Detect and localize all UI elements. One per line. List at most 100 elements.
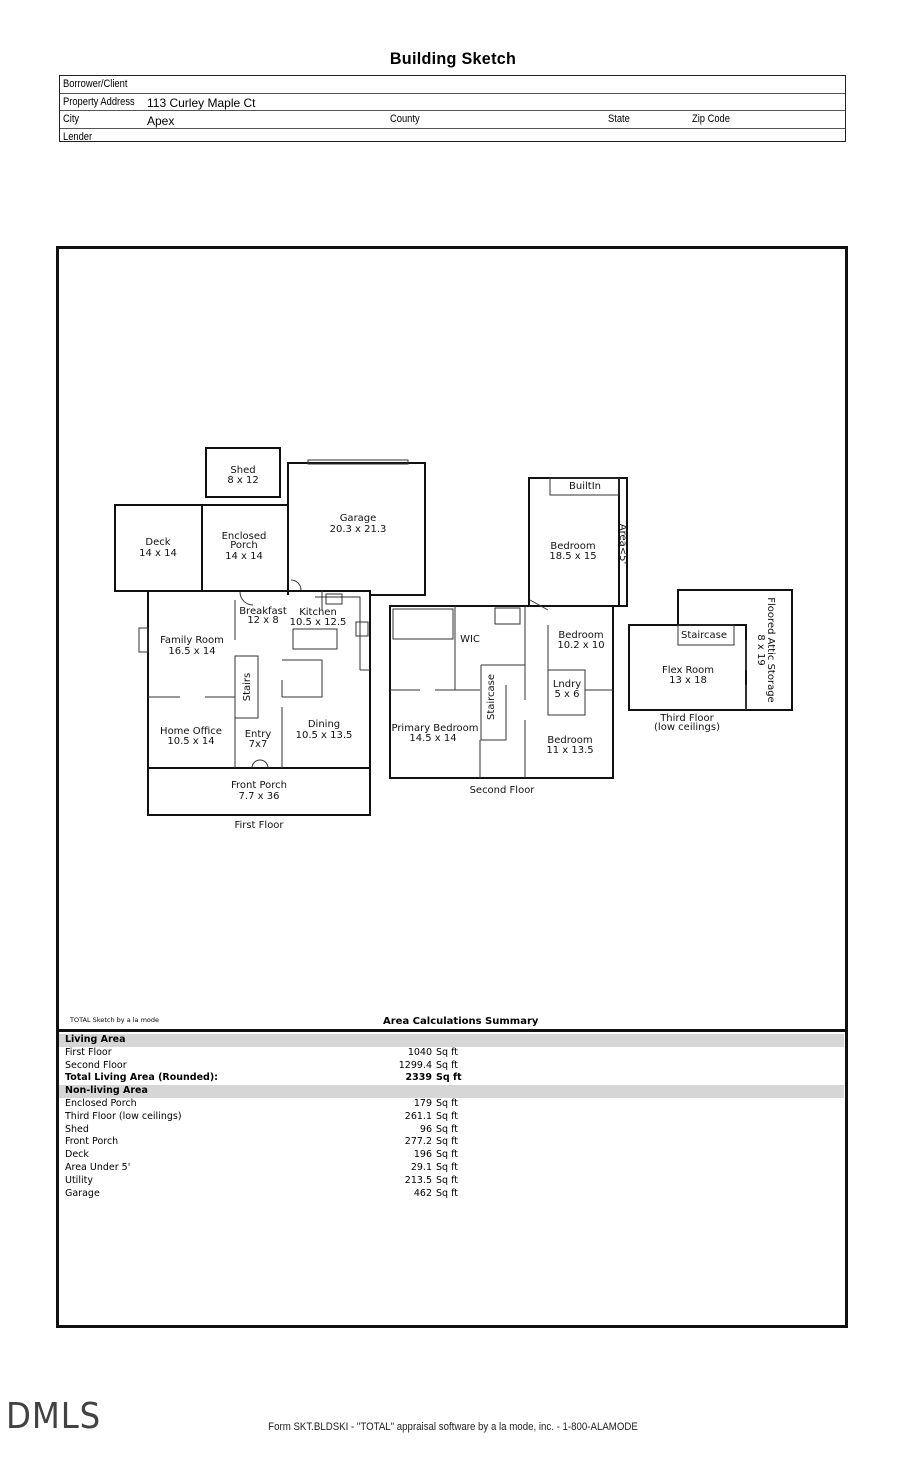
row-name: Front Porch — [65, 1136, 119, 1148]
table-row: Third Floor (low ceilings) 261.1 Sq ft — [59, 1111, 844, 1124]
room-label-breakfast: Breakfast — [239, 606, 287, 617]
city-row: City Apex County State Zip Code — [60, 111, 845, 129]
table-row: Area Under 5' 29.1 Sq ft — [59, 1162, 844, 1175]
room-size-deck: 14 x 14 — [139, 548, 177, 559]
room-size-breakfast: 12 x 8 — [247, 615, 278, 626]
room-label-front-porch: Front Porch — [231, 780, 287, 791]
room-label-dining: Dining — [308, 719, 340, 730]
room-label-staircase-2f: Staircase — [486, 674, 497, 720]
row-value: 96 — [419, 1123, 432, 1135]
room-label-flex-room: Flex Room — [662, 665, 714, 676]
room-size-attic-storage: 8 x 19 — [755, 634, 766, 665]
kitchen-island — [292, 628, 338, 650]
room-size-flex-room: 13 x 18 — [669, 675, 707, 686]
shed-outline — [205, 447, 281, 498]
section-heading-text: Living Area — [65, 1034, 126, 1045]
third-staircase-outline — [677, 624, 735, 646]
row-unit: Sq ft — [436, 1046, 458, 1058]
row-unit: Sq ft — [436, 1136, 458, 1148]
room-label-shed: Shed — [230, 465, 255, 476]
row-unit: Sq ft — [436, 1059, 458, 1071]
county-label: County — [390, 113, 420, 125]
row-name: Second Floor — [65, 1059, 127, 1071]
room-label-enclosed-porch: Enclosed — [222, 531, 267, 542]
room-label-area-under-5: Area<5' — [617, 524, 628, 565]
address-value: 113 Curley Maple Ct — [147, 95, 256, 110]
third-floor-label: Third Floor — [659, 713, 714, 724]
row-name: Area Under 5' — [65, 1161, 131, 1173]
table-row: Deck 196 Sq ft — [59, 1149, 844, 1162]
row-value: 179 — [413, 1097, 432, 1109]
room-size-home-office: 10.5 x 14 — [167, 736, 214, 747]
row-value: 462 — [413, 1187, 432, 1199]
room-size-bedroom-1: 18.5 x 15 — [549, 551, 596, 562]
lender-label: Lender — [63, 130, 93, 143]
room-size-kitchen: 10.5 x 12.5 — [290, 617, 347, 628]
row-value: 213.5 — [404, 1174, 432, 1186]
room-size-dining: 10.5 x 13.5 — [296, 730, 353, 741]
city-value: Apex — [147, 114, 175, 128]
row-unit: Sq ft — [436, 1072, 462, 1084]
area-under-5-outline — [618, 477, 628, 607]
address-row: Property Address 113 Curley Maple Ct — [60, 94, 845, 111]
row-value: 277.2 — [404, 1136, 432, 1148]
first-floor-label: First Floor — [234, 820, 284, 831]
garage-door — [307, 459, 409, 465]
second-floor-label: Second Floor — [470, 785, 536, 796]
room-label-entry: Entry — [245, 729, 272, 740]
section-heading-text: Non-living Area — [65, 1085, 148, 1097]
zip-label: Zip Code — [692, 113, 730, 125]
row-unit: Sq ft — [436, 1161, 458, 1173]
room-size-bedroom-3: 11 x 13.5 — [546, 745, 593, 756]
room-label-wic: WIC — [460, 634, 480, 645]
room-label-stairs: Stairs — [242, 673, 253, 702]
room-label-bedroom-2: Bedroom — [558, 630, 603, 641]
row-value: 196 — [413, 1149, 432, 1161]
row-name: Total Living Area (Rounded): — [65, 1072, 218, 1084]
row-unit: Sq ft — [436, 1174, 458, 1186]
section-heading-living: Living Area — [59, 1034, 844, 1047]
room-size-primary-bedroom: 14.5 x 14 — [409, 733, 456, 744]
room-size-front-porch: 7.7 x 36 — [239, 791, 280, 802]
row-unit: Sq ft — [436, 1123, 458, 1135]
section-heading-non-living: Non-living Area — [59, 1085, 844, 1098]
row-unit: Sq ft — [436, 1110, 458, 1122]
row-unit: Sq ft — [436, 1097, 458, 1109]
room-label-kitchen: Kitchen — [299, 607, 337, 618]
sketch-frame — [56, 246, 848, 1328]
row-unit: Sq ft — [436, 1187, 458, 1199]
row-value: 29.1 — [410, 1161, 432, 1173]
area-summary-table: Living Area First Floor 1040 Sq ft Second … — [59, 1034, 844, 1200]
room-size-entry: 7x7 — [249, 739, 268, 750]
row-value: 261.1 — [404, 1110, 432, 1122]
front-porch-outline — [147, 767, 371, 816]
third-floor-sublabel: (low ceilings) — [654, 722, 720, 733]
row-name: Shed — [65, 1123, 89, 1135]
builtin-outline — [549, 477, 620, 496]
total-row: Total Living Area (Rounded): 2339 Sq ft — [59, 1072, 844, 1085]
row-value: 1040 — [407, 1046, 432, 1058]
room-label-bedroom-3: Bedroom — [547, 735, 592, 746]
address-label: Property Address — [63, 95, 135, 108]
room-size-bedroom-2: 10.2 x 10 — [557, 640, 604, 651]
row-name: First Floor — [65, 1046, 112, 1058]
room-label-laundry: Lndry — [553, 679, 581, 690]
row-unit: Sq ft — [436, 1149, 458, 1161]
row-name: Deck — [65, 1149, 89, 1161]
door-swing — [290, 579, 302, 591]
table-row: Second Floor 1299.4 Sq ft — [59, 1060, 844, 1073]
row-value: 2339 — [405, 1072, 432, 1084]
room-label-deck: Deck — [145, 537, 170, 548]
sketch-credit: TOTAL Sketch by a la mode — [70, 1016, 160, 1024]
row-name: Third Floor (low ceilings) — [65, 1110, 182, 1122]
room-label-garage: Garage — [340, 513, 377, 524]
row-value: 1299.4 — [398, 1059, 432, 1071]
table-row: Shed 96 Sq ft — [59, 1124, 844, 1137]
summary-title: Area Calculations Summary — [383, 1016, 539, 1027]
room-label-home-office: Home Office — [160, 726, 222, 737]
room-size-family-room: 16.5 x 14 — [168, 646, 215, 657]
room-label-builtin: BuiltIn — [569, 481, 601, 492]
